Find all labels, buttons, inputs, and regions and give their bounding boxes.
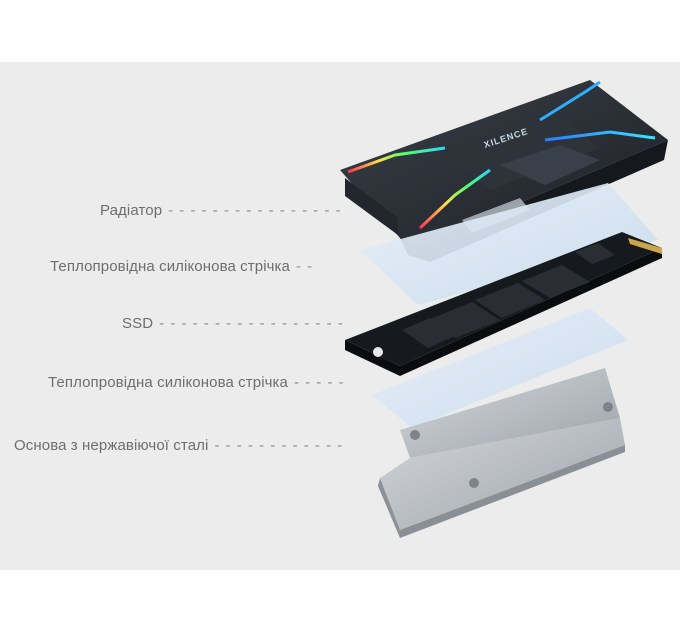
label-thermal-pad-bottom-text: Теплопровідна силіконова стрічка <box>48 374 288 391</box>
thermal-pad-bottom <box>372 308 628 428</box>
leader-line: - - - - - <box>293 374 345 391</box>
leader-line: - - - - - - - - - - - - - - - - <box>168 202 342 219</box>
label-thermal-pad-top-text: Теплопровідна силіконова стрічка <box>50 258 290 275</box>
ssd-component <box>345 232 662 376</box>
leader-line: - - - - - - - - - - - - <box>214 437 344 454</box>
steel-base-component <box>378 368 625 538</box>
label-thermal-pad-bottom: Теплопровідна силіконова стрічка - - - - … <box>48 374 345 391</box>
thermal-pad-top <box>360 183 658 305</box>
label-steel-base: Основа з нержавіючої сталі - - - - - - - … <box>14 437 343 454</box>
label-radiator: Радіатор - - - - - - - - - - - - - - - - <box>100 202 342 219</box>
label-ssd: SSD - - - - - - - - - - - - - - - - - <box>122 315 344 332</box>
heatsink-component <box>340 80 668 262</box>
label-steel-base-text: Основа з нержавіючої сталі <box>14 437 209 454</box>
label-thermal-pad-top: Теплопровідна силіконова стрічка - - <box>50 258 313 275</box>
label-radiator-text: Радіатор <box>100 202 163 219</box>
leader-line: - - <box>295 258 314 275</box>
label-ssd-text: SSD <box>122 315 154 332</box>
leader-line: - - - - - - - - - - - - - - - - - <box>159 315 344 332</box>
